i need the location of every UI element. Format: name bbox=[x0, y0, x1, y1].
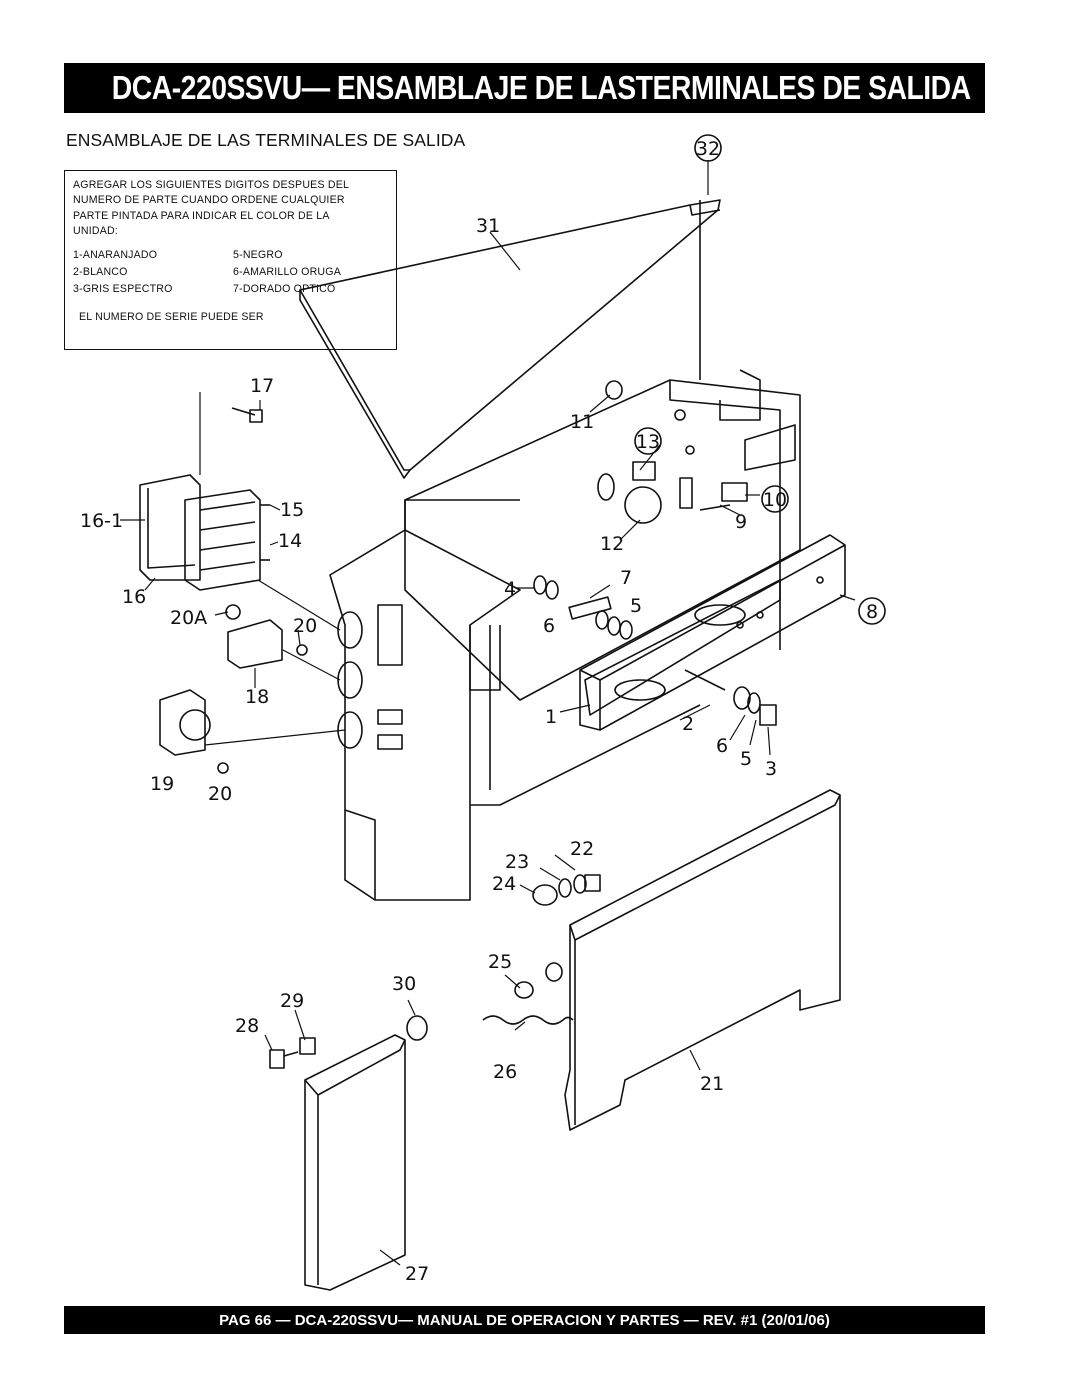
callout-1: 1 bbox=[545, 706, 557, 728]
note-line: NUMERO DE PARTE CUANDO ORDENE CUALQUIER bbox=[73, 194, 345, 207]
callout-13: 13 bbox=[636, 431, 660, 453]
callout-28: 28 bbox=[235, 1015, 259, 1037]
serial-note: EL NUMERO DE SERIE PUEDE SER bbox=[79, 310, 264, 323]
callout-27: 27 bbox=[405, 1263, 429, 1285]
callout-18: 18 bbox=[245, 686, 269, 708]
callout-8: 8 bbox=[866, 601, 878, 623]
callout-3: 3 bbox=[765, 758, 777, 780]
page-title: DCA-220SSVU— ENSAMBLAJE DE LASTERMINALES… bbox=[112, 69, 971, 106]
callout-25: 25 bbox=[488, 951, 512, 973]
callout-20a: 20 bbox=[293, 615, 317, 637]
front-door-panel bbox=[564, 789, 841, 1131]
terminal-bar bbox=[579, 534, 846, 731]
callout-20b: 20 bbox=[208, 783, 232, 805]
callout-22: 22 bbox=[570, 838, 594, 860]
callout-19: 19 bbox=[150, 773, 174, 795]
callout-6b: 6 bbox=[716, 735, 728, 757]
callout-14: 14 bbox=[278, 530, 302, 552]
callout-6a: 6 bbox=[543, 615, 555, 637]
callout-23: 23 bbox=[505, 851, 529, 873]
callout-11: 11 bbox=[570, 411, 594, 433]
color-code: 3-GRIS ESPECTRO bbox=[73, 282, 173, 295]
callout-15: 15 bbox=[280, 499, 304, 521]
terminal-board bbox=[584, 579, 781, 716]
callout-2: 2 bbox=[682, 713, 694, 735]
color-code: 6-AMARILLO ORUGA bbox=[233, 265, 341, 278]
section-title: ENSAMBLAJE DE LAS TERMINALES DE SALIDA bbox=[66, 130, 466, 150]
receptacle-19 bbox=[159, 689, 229, 774]
receptacle-cutouts bbox=[337, 604, 403, 750]
main-frame bbox=[329, 369, 801, 901]
top-cover-panel bbox=[299, 199, 721, 479]
callout-16: 16 bbox=[122, 586, 146, 608]
color-code: 1-ANARANJADO bbox=[73, 249, 158, 262]
callout-4: 4 bbox=[504, 578, 516, 600]
footer-text: PAG 66 — DCA-220SSVU— MANUAL DE OPERACIO… bbox=[219, 1311, 830, 1329]
callout-9: 9 bbox=[735, 511, 747, 533]
note-line: UNIDAD: bbox=[73, 224, 118, 237]
callout-32: 32 bbox=[696, 138, 720, 160]
breaker-block bbox=[139, 474, 270, 591]
header-bar: DCA-220SSVU— ENSAMBLAJE DE LASTERMINALES… bbox=[64, 63, 985, 113]
leader-lines bbox=[120, 160, 856, 1266]
callout-31: 31 bbox=[476, 215, 500, 237]
fuse-holder bbox=[699, 482, 748, 511]
color-note-box: AGREGAR LOS SIGUIENTES DIGITOS DESPUES D… bbox=[64, 170, 397, 350]
note-line: PARTE PINTADA PARA INDICAR EL COLOR DE L… bbox=[73, 209, 330, 222]
callout-12: 12 bbox=[600, 533, 624, 555]
callout-29: 29 bbox=[280, 990, 304, 1012]
color-code-list: 1-ANARANJADO 5-NEGRO 2-BLANCO 6-AMARILLO… bbox=[73, 247, 388, 297]
callout-5a: 5 bbox=[630, 595, 642, 617]
note-line: AGREGAR LOS SIGUIENTES DIGITOS DESPUES D… bbox=[73, 179, 350, 191]
callout-26: 26 bbox=[493, 1061, 517, 1083]
callout-30: 30 bbox=[392, 973, 416, 995]
color-code: 5-NEGRO bbox=[233, 249, 283, 262]
screw-17 bbox=[231, 407, 263, 423]
callout-24: 24 bbox=[492, 873, 516, 895]
callout-17: 17 bbox=[250, 375, 274, 397]
callout-7: 7 bbox=[620, 567, 632, 589]
door-hardware bbox=[482, 874, 601, 1025]
terminal-hardware bbox=[533, 575, 777, 726]
callout-16-1: 16-1 bbox=[80, 510, 123, 532]
callout-21: 21 bbox=[700, 1073, 724, 1095]
color-code: 2-BLANCO bbox=[73, 265, 128, 278]
color-code: 7-DORADO OPTICO bbox=[233, 282, 336, 295]
meter-parts bbox=[597, 380, 695, 524]
callout-labels: 32 31 11 13 10 9 12 7 4 5 6 8 1 2 6 5 3 … bbox=[80, 138, 878, 1285]
callout-5b: 5 bbox=[740, 748, 752, 770]
callout-20A: 20A bbox=[170, 607, 207, 629]
small-door-panel bbox=[304, 1034, 406, 1291]
callout-10: 10 bbox=[763, 489, 787, 511]
small-door-hardware bbox=[269, 1015, 428, 1069]
callout-circles bbox=[634, 134, 886, 625]
footer-bar: PAG 66 — DCA-220SSVU— MANUAL DE OPERACIO… bbox=[64, 1306, 985, 1334]
